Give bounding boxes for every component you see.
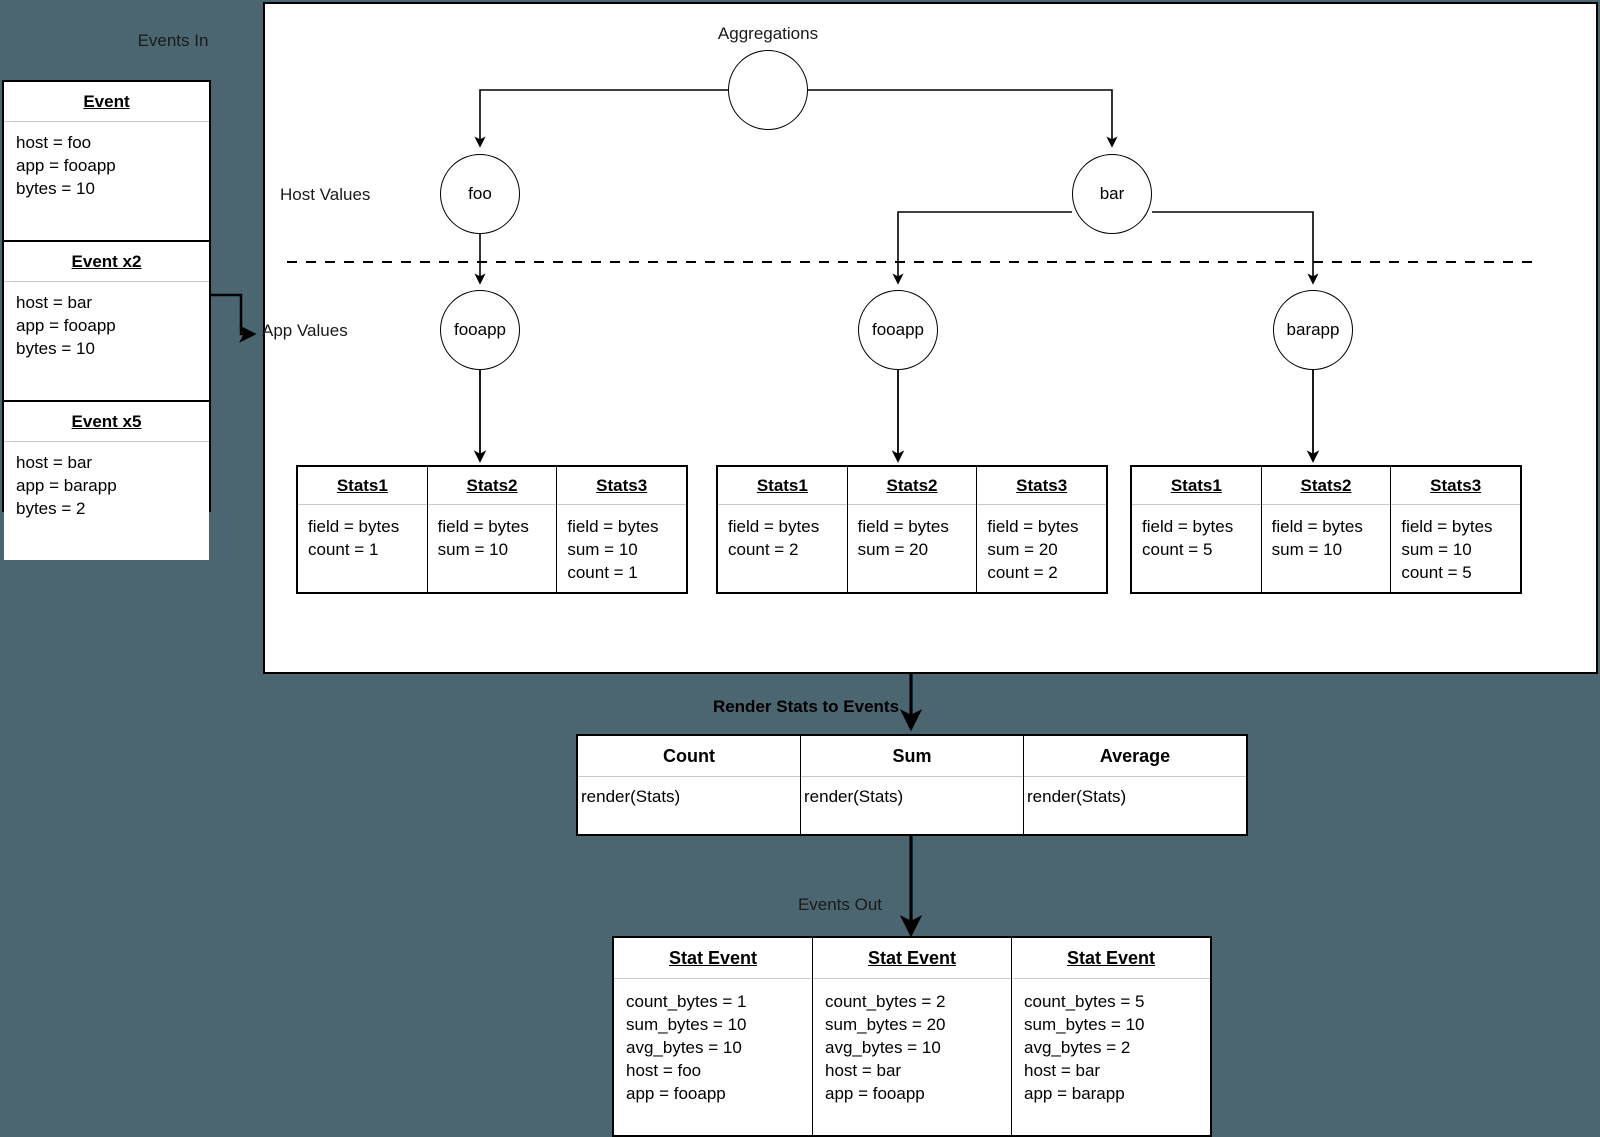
event-fields: host = bar app = barapp bytes = 2 [16,453,117,518]
stat-event-title: Stat Event [813,938,1011,979]
stat-event-fields: count_bytes = 5 sum_bytes = 10 avg_bytes… [1024,992,1145,1103]
stats-column: Stats1 field = bytes count = 2 [718,467,848,592]
stats-column-header: Stats3 [977,467,1107,505]
stat-event-column: Stat Event count_bytes = 1 sum_bytes = 1… [614,938,813,1135]
event-block-1: Event x2 host = bar app = fooapp bytes =… [4,240,209,400]
stats-column-header: Stats3 [1391,467,1521,505]
stat-event-title: Stat Event [614,938,812,979]
stat-event-title: Stat Event [1012,938,1210,979]
stats-column-header: Stats1 [298,467,427,505]
stats-column-body: field = bytes sum = 10 [1271,517,1363,559]
render-column-value: render(Stats) [1027,787,1127,806]
stats-column: Stats2 field = bytes sum = 20 [847,467,978,592]
stats-column-header: Stats3 [557,467,687,505]
stats-column-header: Stats2 [847,467,977,505]
node-aggregations-root[interactable] [728,50,808,130]
node-app-barapp[interactable]: barapp [1273,290,1353,370]
node-host-foo[interactable]: foo [440,154,520,234]
stats-column-body: field = bytes sum = 10 [437,517,529,559]
stats-column-header: Stats1 [1132,467,1261,505]
render-stats-table: Count render(Stats) Sum render(Stats) Av… [576,734,1248,836]
stats-column: Stats3 field = bytes sum = 20 count = 2 [977,467,1107,592]
stats-column-body: field = bytes count = 2 [728,517,820,559]
events-out-table: Stat Event count_bytes = 1 sum_bytes = 1… [612,936,1212,1137]
event-title: Event x2 [4,242,209,282]
stats-column: Stats1 field = bytes count = 1 [298,467,428,592]
render-column-value: render(Stats) [581,787,681,806]
render-column-header: Average [1024,736,1246,777]
stats-column-header: Stats2 [427,467,557,505]
stats-table-fooapp-bar: Stats1 field = bytes count = 2 Stats2 fi… [716,465,1108,594]
host-values-label: Host Values [280,185,371,204]
event-block-0: Event host = foo app = fooapp bytes = 10 [4,82,209,240]
aggregations-label: Aggregations [717,24,819,43]
node-app-fooapp-1[interactable]: fooapp [440,290,520,370]
event-block-2: Event x5 host = bar app = barapp bytes =… [4,400,209,560]
stats-column: Stats2 field = bytes sum = 10 [427,467,558,592]
event-fields: host = foo app = fooapp bytes = 10 [16,133,116,198]
stats-column-header: Stats1 [718,467,847,505]
stats-column: Stats2 field = bytes sum = 10 [1261,467,1392,592]
stats-column-body: field = bytes count = 1 [308,517,400,559]
stats-column-body: field = bytes sum = 20 [857,517,949,559]
render-column-value: render(Stats) [804,787,904,806]
event-title: Event [4,82,209,122]
stats-column: Stats3 field = bytes sum = 10 count = 5 [1391,467,1521,592]
event-fields: host = bar app = fooapp bytes = 10 [16,293,116,358]
stats-column-header: Stats2 [1261,467,1391,505]
render-stats-label: Render Stats to Events [712,697,900,716]
render-column-count: Count render(Stats) [578,736,801,834]
render-column-header: Sum [801,736,1023,777]
events-in-label: Events In [137,31,209,50]
node-app-fooapp-2[interactable]: fooapp [858,290,938,370]
event-title: Event x5 [4,402,209,442]
stat-event-fields: count_bytes = 2 sum_bytes = 20 avg_bytes… [825,992,946,1103]
stats-table-barapp-bar: Stats1 field = bytes count = 5 Stats2 fi… [1130,465,1522,594]
stats-table-fooapp-foo: Stats1 field = bytes count = 1 Stats2 fi… [296,465,688,594]
stats-column-body: field = bytes count = 5 [1142,517,1234,559]
render-column-average: Average render(Stats) [1024,736,1246,834]
stats-column-body: field = bytes sum = 20 count = 2 [987,517,1079,582]
app-values-label: App Values [262,321,348,340]
stat-event-column: Stat Event count_bytes = 2 sum_bytes = 2… [813,938,1012,1135]
events-in-card: Event host = foo app = fooapp bytes = 10… [2,80,211,560]
render-column-sum: Sum render(Stats) [801,736,1024,834]
stats-column-body: field = bytes sum = 10 count = 1 [567,517,659,582]
stat-event-fields: count_bytes = 1 sum_bytes = 10 avg_bytes… [626,992,747,1103]
stats-column-body: field = bytes sum = 10 count = 5 [1401,517,1493,582]
events-out-label: Events Out [797,895,883,914]
node-host-bar[interactable]: bar [1072,154,1152,234]
stats-column: Stats1 field = bytes count = 5 [1132,467,1262,592]
render-column-header: Count [578,736,800,777]
stat-event-column: Stat Event count_bytes = 5 sum_bytes = 1… [1012,938,1210,1135]
stats-column: Stats3 field = bytes sum = 10 count = 1 [557,467,687,592]
